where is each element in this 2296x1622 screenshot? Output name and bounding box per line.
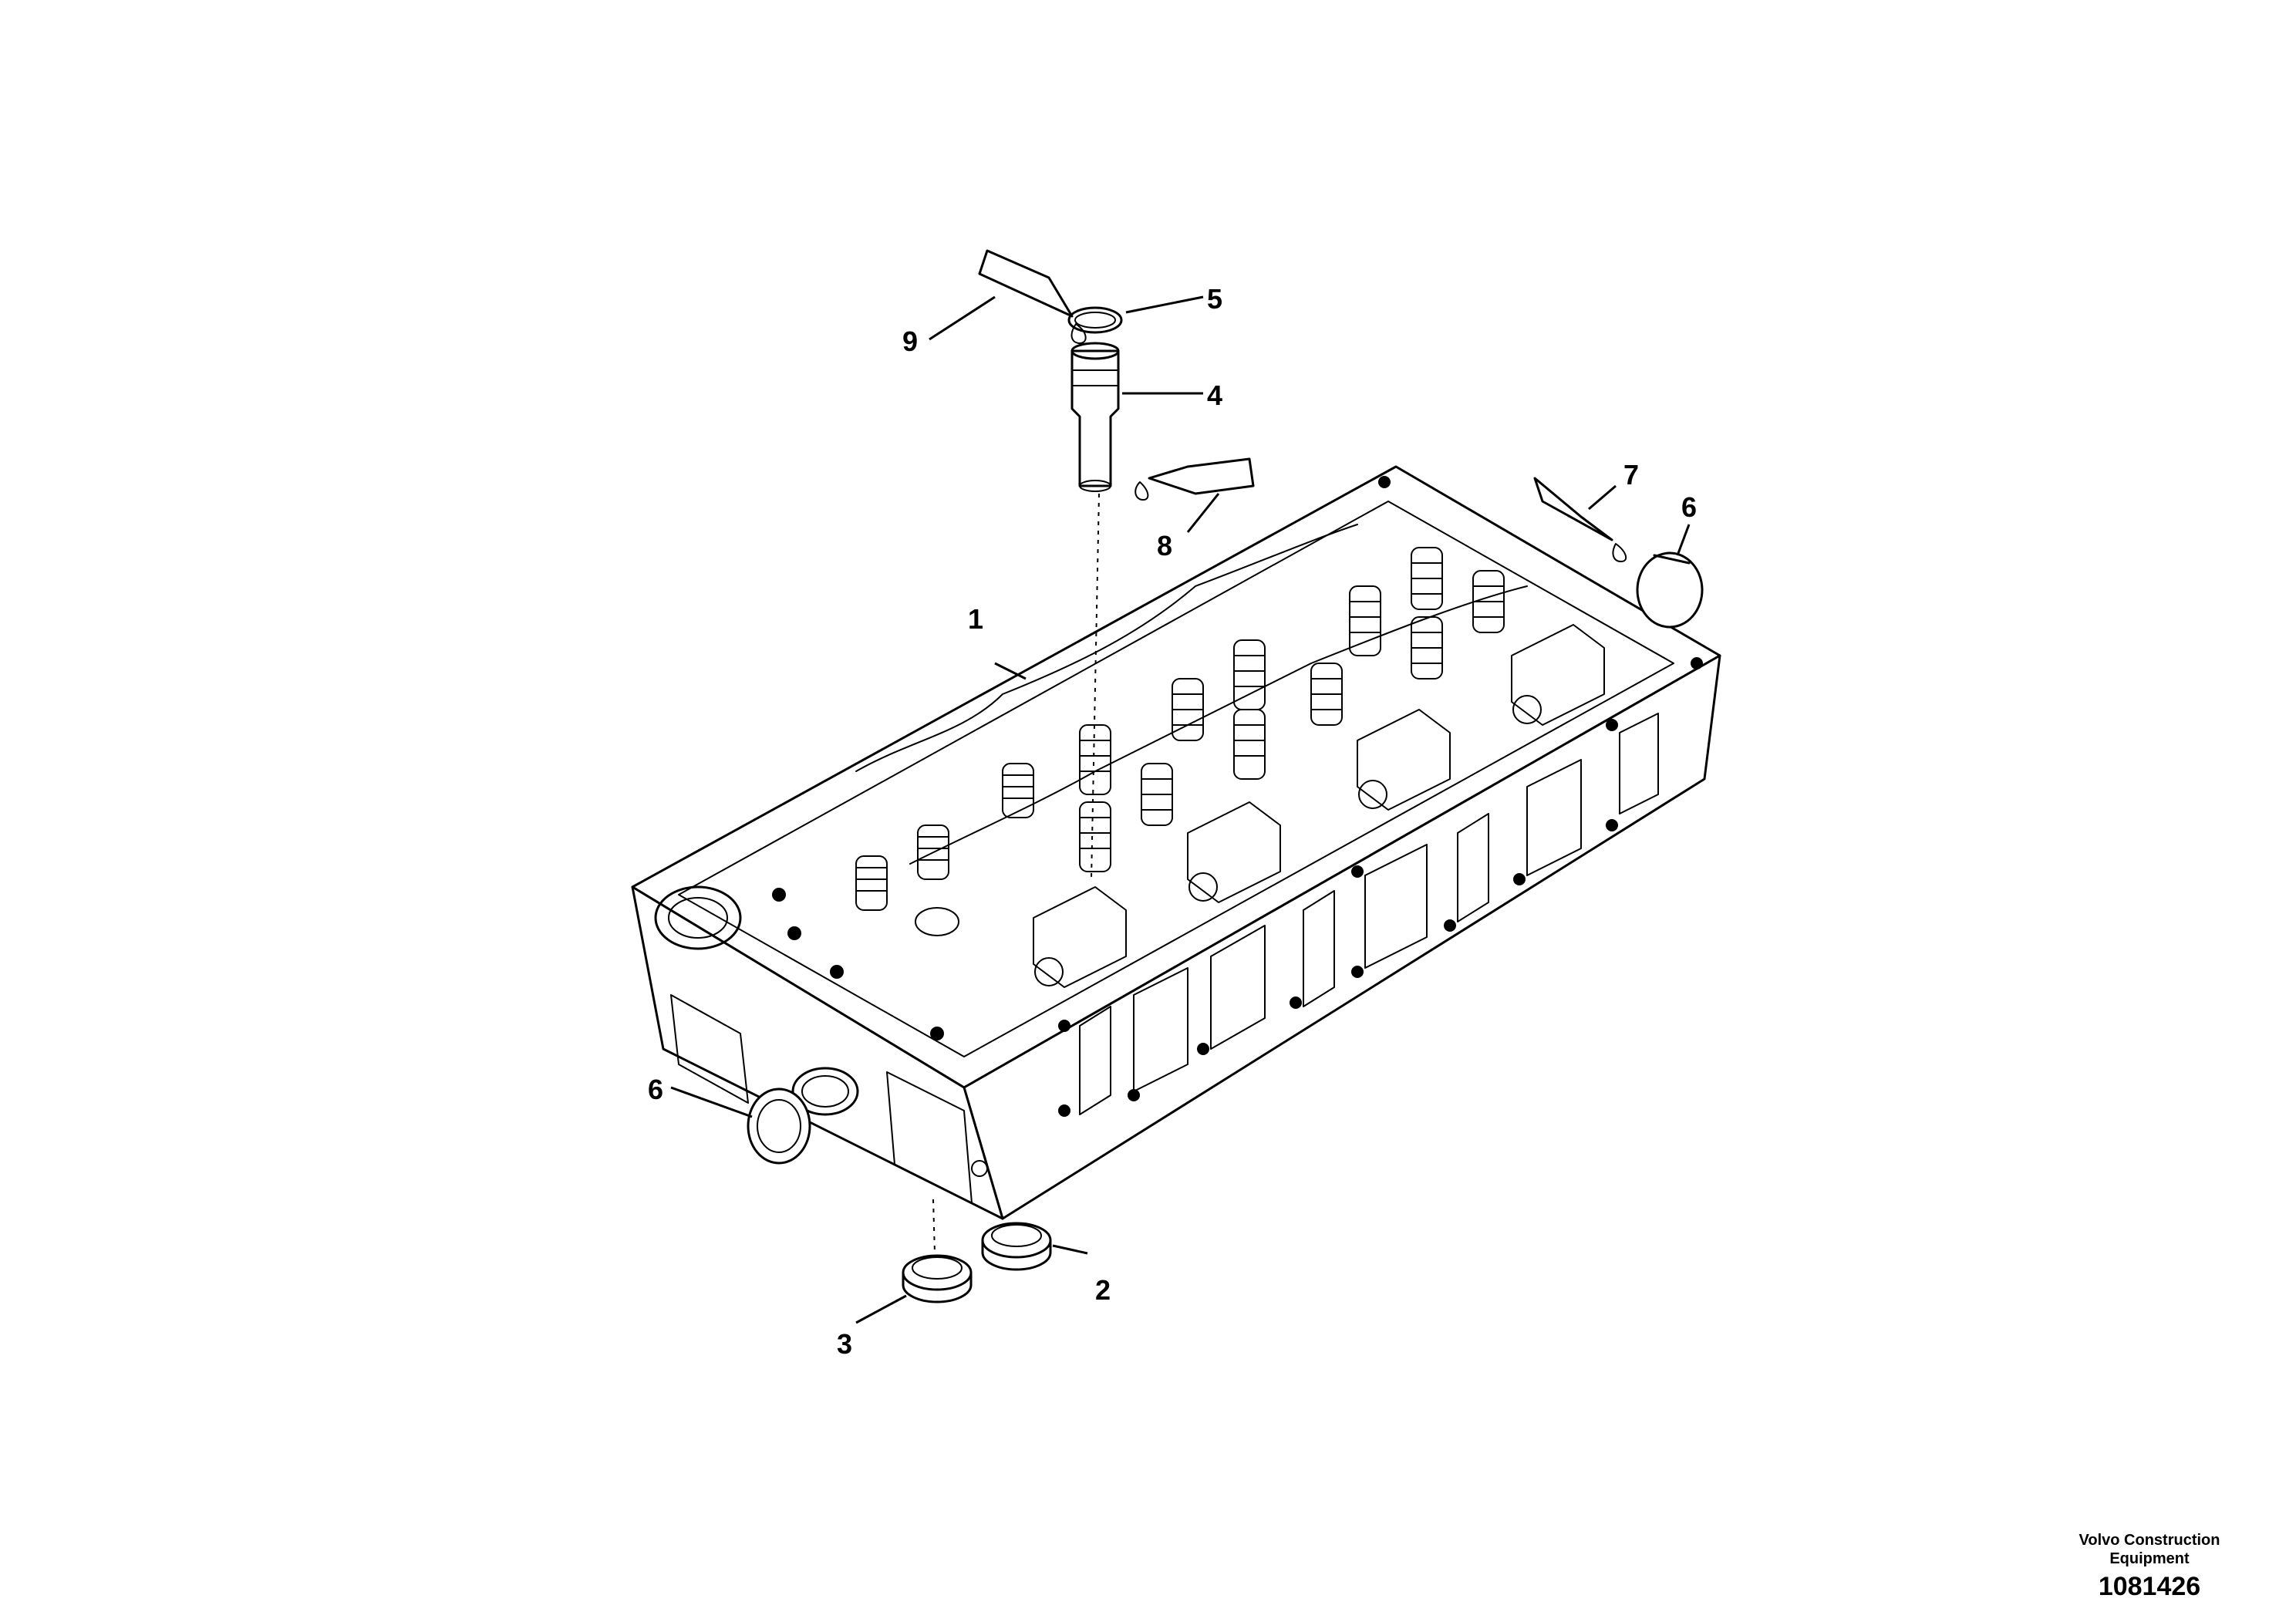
callout-2: 2 xyxy=(1095,1274,1111,1306)
brand-line-1: Volvo Construction xyxy=(2079,1532,2220,1549)
sealant-tube-9 xyxy=(978,249,1087,344)
callout-8: 8 xyxy=(1157,530,1172,561)
callout-5: 5 xyxy=(1207,283,1222,315)
callout-7: 7 xyxy=(1623,459,1639,491)
drawing-number: 1081426 xyxy=(2098,1572,2201,1601)
assembly-line-seal xyxy=(932,1199,936,1254)
cylinder-head-block xyxy=(631,465,1721,1220)
callout-1: 1 xyxy=(968,603,983,635)
callout-9: 9 xyxy=(902,325,918,357)
callout-6-right: 6 xyxy=(1681,491,1697,523)
plug-left xyxy=(747,1088,811,1165)
brand-label: Volvo Construction Equipment xyxy=(2034,1531,2265,1568)
face-bolt-holes xyxy=(1058,719,1618,1117)
injector-sleeve xyxy=(1070,342,1120,492)
callout-4: 4 xyxy=(1207,379,1222,411)
leader-lines xyxy=(670,295,1691,1324)
seal-ring-3 xyxy=(902,1254,973,1303)
end-face-details xyxy=(670,994,988,1204)
o-ring xyxy=(1067,306,1123,334)
deck-bolt-holes xyxy=(772,476,1703,1040)
intake-exhaust-ports xyxy=(1079,713,1659,1115)
callout-6-left: 6 xyxy=(648,1074,663,1105)
callout-3: 3 xyxy=(837,1328,852,1360)
seal-ring-2 xyxy=(981,1222,1052,1271)
rocker-pedestals xyxy=(1033,624,1605,988)
sealant-tube-7 xyxy=(1533,477,1627,562)
sealant-tube-8 xyxy=(1135,457,1255,501)
brand-line-2: Equipment xyxy=(2109,1550,2190,1567)
plug-right xyxy=(1636,551,1704,629)
